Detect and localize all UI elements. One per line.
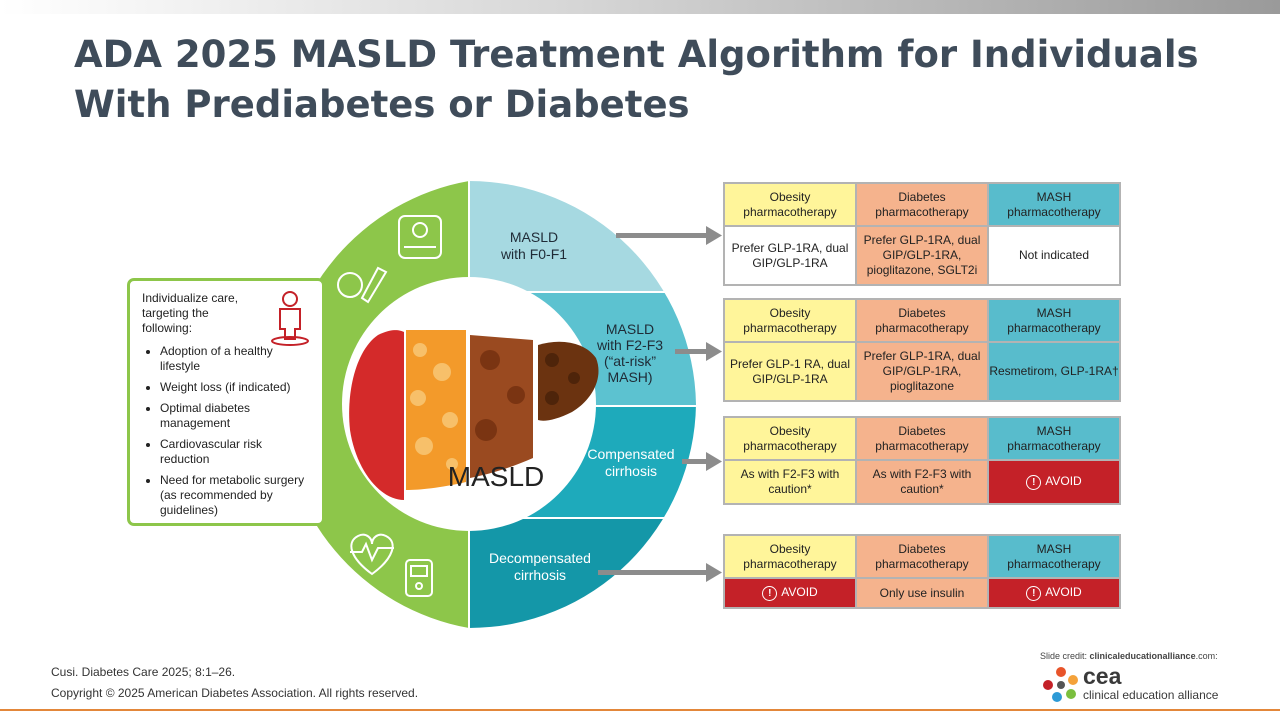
- cell-diabetes: Prefer GLP-1RA, dual GIP/GLP-1RA, piogli…: [855, 225, 989, 286]
- header-mash: MASH pharmacotherapy: [987, 298, 1121, 343]
- arrow: [675, 342, 722, 361]
- credit-site: clinicaleducationalliance: [1089, 651, 1196, 661]
- cell-obesity-avoid: !AVOID: [723, 577, 857, 609]
- cea-logo: cea clinical education alliance: [1043, 664, 1233, 704]
- care-intro: Individualize care, targeting the follow…: [142, 291, 239, 335]
- top-gradient-bar: [0, 0, 1280, 14]
- list-item: Optimal diabetes management: [160, 401, 314, 431]
- header-diabetes: Diabetes pharmacotherapy: [855, 182, 989, 227]
- cell-mash-avoid: !AVOID: [987, 459, 1121, 505]
- liver-illustration: [349, 330, 599, 500]
- heart-rate-icon: [350, 533, 394, 576]
- stage-label: MASLD: [606, 321, 654, 337]
- cell-mash-avoid: !AVOID: [987, 577, 1121, 609]
- cell-diabetes: As with F2-F3 with caution*: [855, 459, 989, 505]
- copyright: Copyright © 2025 American Diabetes Assoc…: [51, 686, 419, 700]
- header-diabetes: Diabetes pharmacotherapy: [855, 298, 989, 343]
- header-diabetes: Diabetes pharmacotherapy: [855, 534, 989, 579]
- cell-mash: Not indicated: [987, 225, 1121, 286]
- list-item: Weight loss (if indicated): [160, 380, 314, 395]
- treatment-table-f2-f3: Obesity pharmacotherapy Diabetes pharmac…: [723, 298, 1121, 402]
- arrow: [598, 563, 722, 582]
- cea-logo-word: cea: [1083, 663, 1122, 689]
- cell-diabetes: Prefer GLP-1RA, dual GIP/GLP-1RA, piogli…: [855, 341, 989, 402]
- slide-title: ADA 2025 MASLD Treatment Algorithm for I…: [74, 33, 1199, 126]
- warning-icon: !: [1026, 474, 1042, 490]
- treatment-table-f0-f1: Obesity pharmacotherapy Diabetes pharmac…: [723, 182, 1121, 286]
- cea-logo-subtitle: clinical education alliance: [1083, 688, 1219, 702]
- stage-label: Decompensated: [489, 550, 591, 566]
- warning-icon: !: [762, 585, 778, 601]
- center-label: MASLD: [448, 461, 544, 492]
- stage-label: MASLD: [510, 229, 558, 245]
- citation-reference: Cusi. Diabetes Care 2025; 8:1–26.: [51, 665, 236, 679]
- list-item: Need for metabolic surgery (as recommend…: [160, 473, 314, 518]
- bottom-accent-bar: [0, 709, 1280, 711]
- cell-obesity: Prefer GLP-1RA, dual GIP/GLP-1RA: [723, 225, 857, 286]
- cell-obesity: Prefer GLP-1 RA, dual GIP/GLP-1RA: [723, 341, 857, 402]
- header-obesity: Obesity pharmacotherapy: [723, 298, 857, 343]
- header-obesity: Obesity pharmacotherapy: [723, 416, 857, 461]
- list-item: Cardiovascular risk reduction: [160, 437, 314, 467]
- glucose-meter-icon: [405, 559, 433, 597]
- header-obesity: Obesity pharmacotherapy: [723, 534, 857, 579]
- header-diabetes: Diabetes pharmacotherapy: [855, 416, 989, 461]
- cell-mash: Resmetirom, GLP-1RA†: [987, 341, 1121, 402]
- cea-logo-mark-icon: [1043, 667, 1078, 702]
- individualize-care-box: Individualize care, targeting the follow…: [127, 278, 325, 526]
- arrow: [682, 452, 722, 471]
- person-target-icon: [271, 291, 309, 346]
- header-mash: MASH pharmacotherapy: [987, 534, 1121, 579]
- treatment-table-compensated: Obesity pharmacotherapy Diabetes pharmac…: [723, 416, 1121, 505]
- warning-icon: !: [1026, 585, 1042, 601]
- slide-credit: Slide credit: clinicaleducationalliance.…: [1040, 651, 1218, 661]
- treatment-table-decompensated: Obesity pharmacotherapy Diabetes pharmac…: [723, 534, 1121, 609]
- cell-obesity: As with F2-F3 with caution*: [723, 459, 857, 505]
- header-mash: MASH pharmacotherapy: [987, 182, 1121, 227]
- citation: Cusi. Diabetes Care 2025; 8:1–26. Copyri…: [51, 662, 418, 704]
- care-goals-list: Adoption of a healthy lifestyle Weight l…: [142, 344, 314, 518]
- header-obesity: Obesity pharmacotherapy: [723, 182, 857, 227]
- arrow: [616, 226, 722, 245]
- cell-diabetes: Only use insulin: [855, 577, 989, 609]
- scale-icon: [398, 215, 442, 259]
- header-mash: MASH pharmacotherapy: [987, 416, 1121, 461]
- stage-label: Compensated: [587, 446, 674, 462]
- fruit-vegetable-icon: [337, 266, 388, 304]
- list-item: Adoption of a healthy lifestyle: [160, 344, 314, 374]
